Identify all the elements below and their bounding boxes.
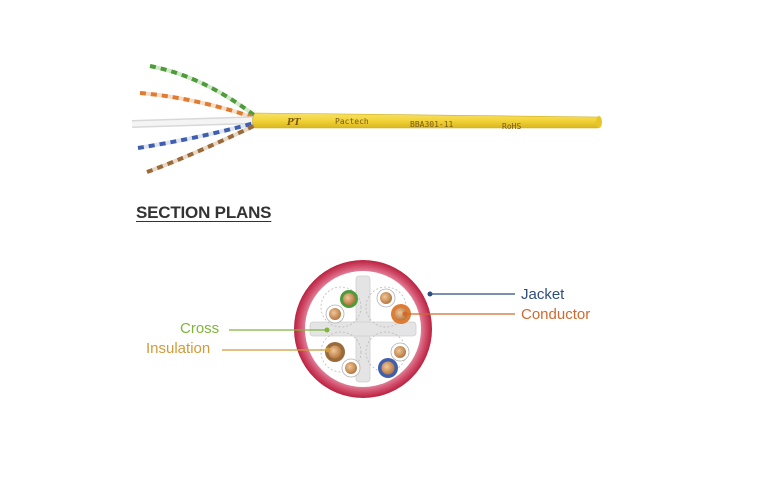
cable-print-compliance: RoHS [502,122,521,131]
separator-cross-white [131,116,259,128]
twisted-pair-green [149,64,260,120]
section-plans-heading: SECTION PLANS [136,203,272,222]
leader-cross [229,327,330,333]
leader-conductor [402,311,515,317]
cable-jacket [252,112,602,129]
twisted-pair-brown [146,122,259,174]
cable-print-logo: PT [286,118,302,128]
label-insulation: Insulation [146,340,211,357]
leader-jacket [427,291,515,297]
cable-cross-section [294,260,432,398]
cable-print-brand: Pactech [335,117,369,126]
cable-print-part-number: BBA301-11 [410,120,454,129]
pair-brown [325,342,361,378]
leader-insulation [222,347,331,353]
pair-orange [376,288,411,324]
label-cross: Cross [180,320,220,337]
label-conductor: Conductor [521,306,591,323]
pair-blue [378,342,410,378]
pair-green [325,290,358,324]
twisted-pair-blue [137,120,259,150]
label-jacket: Jacket [521,286,565,303]
twisted-pair-orange [139,91,259,121]
